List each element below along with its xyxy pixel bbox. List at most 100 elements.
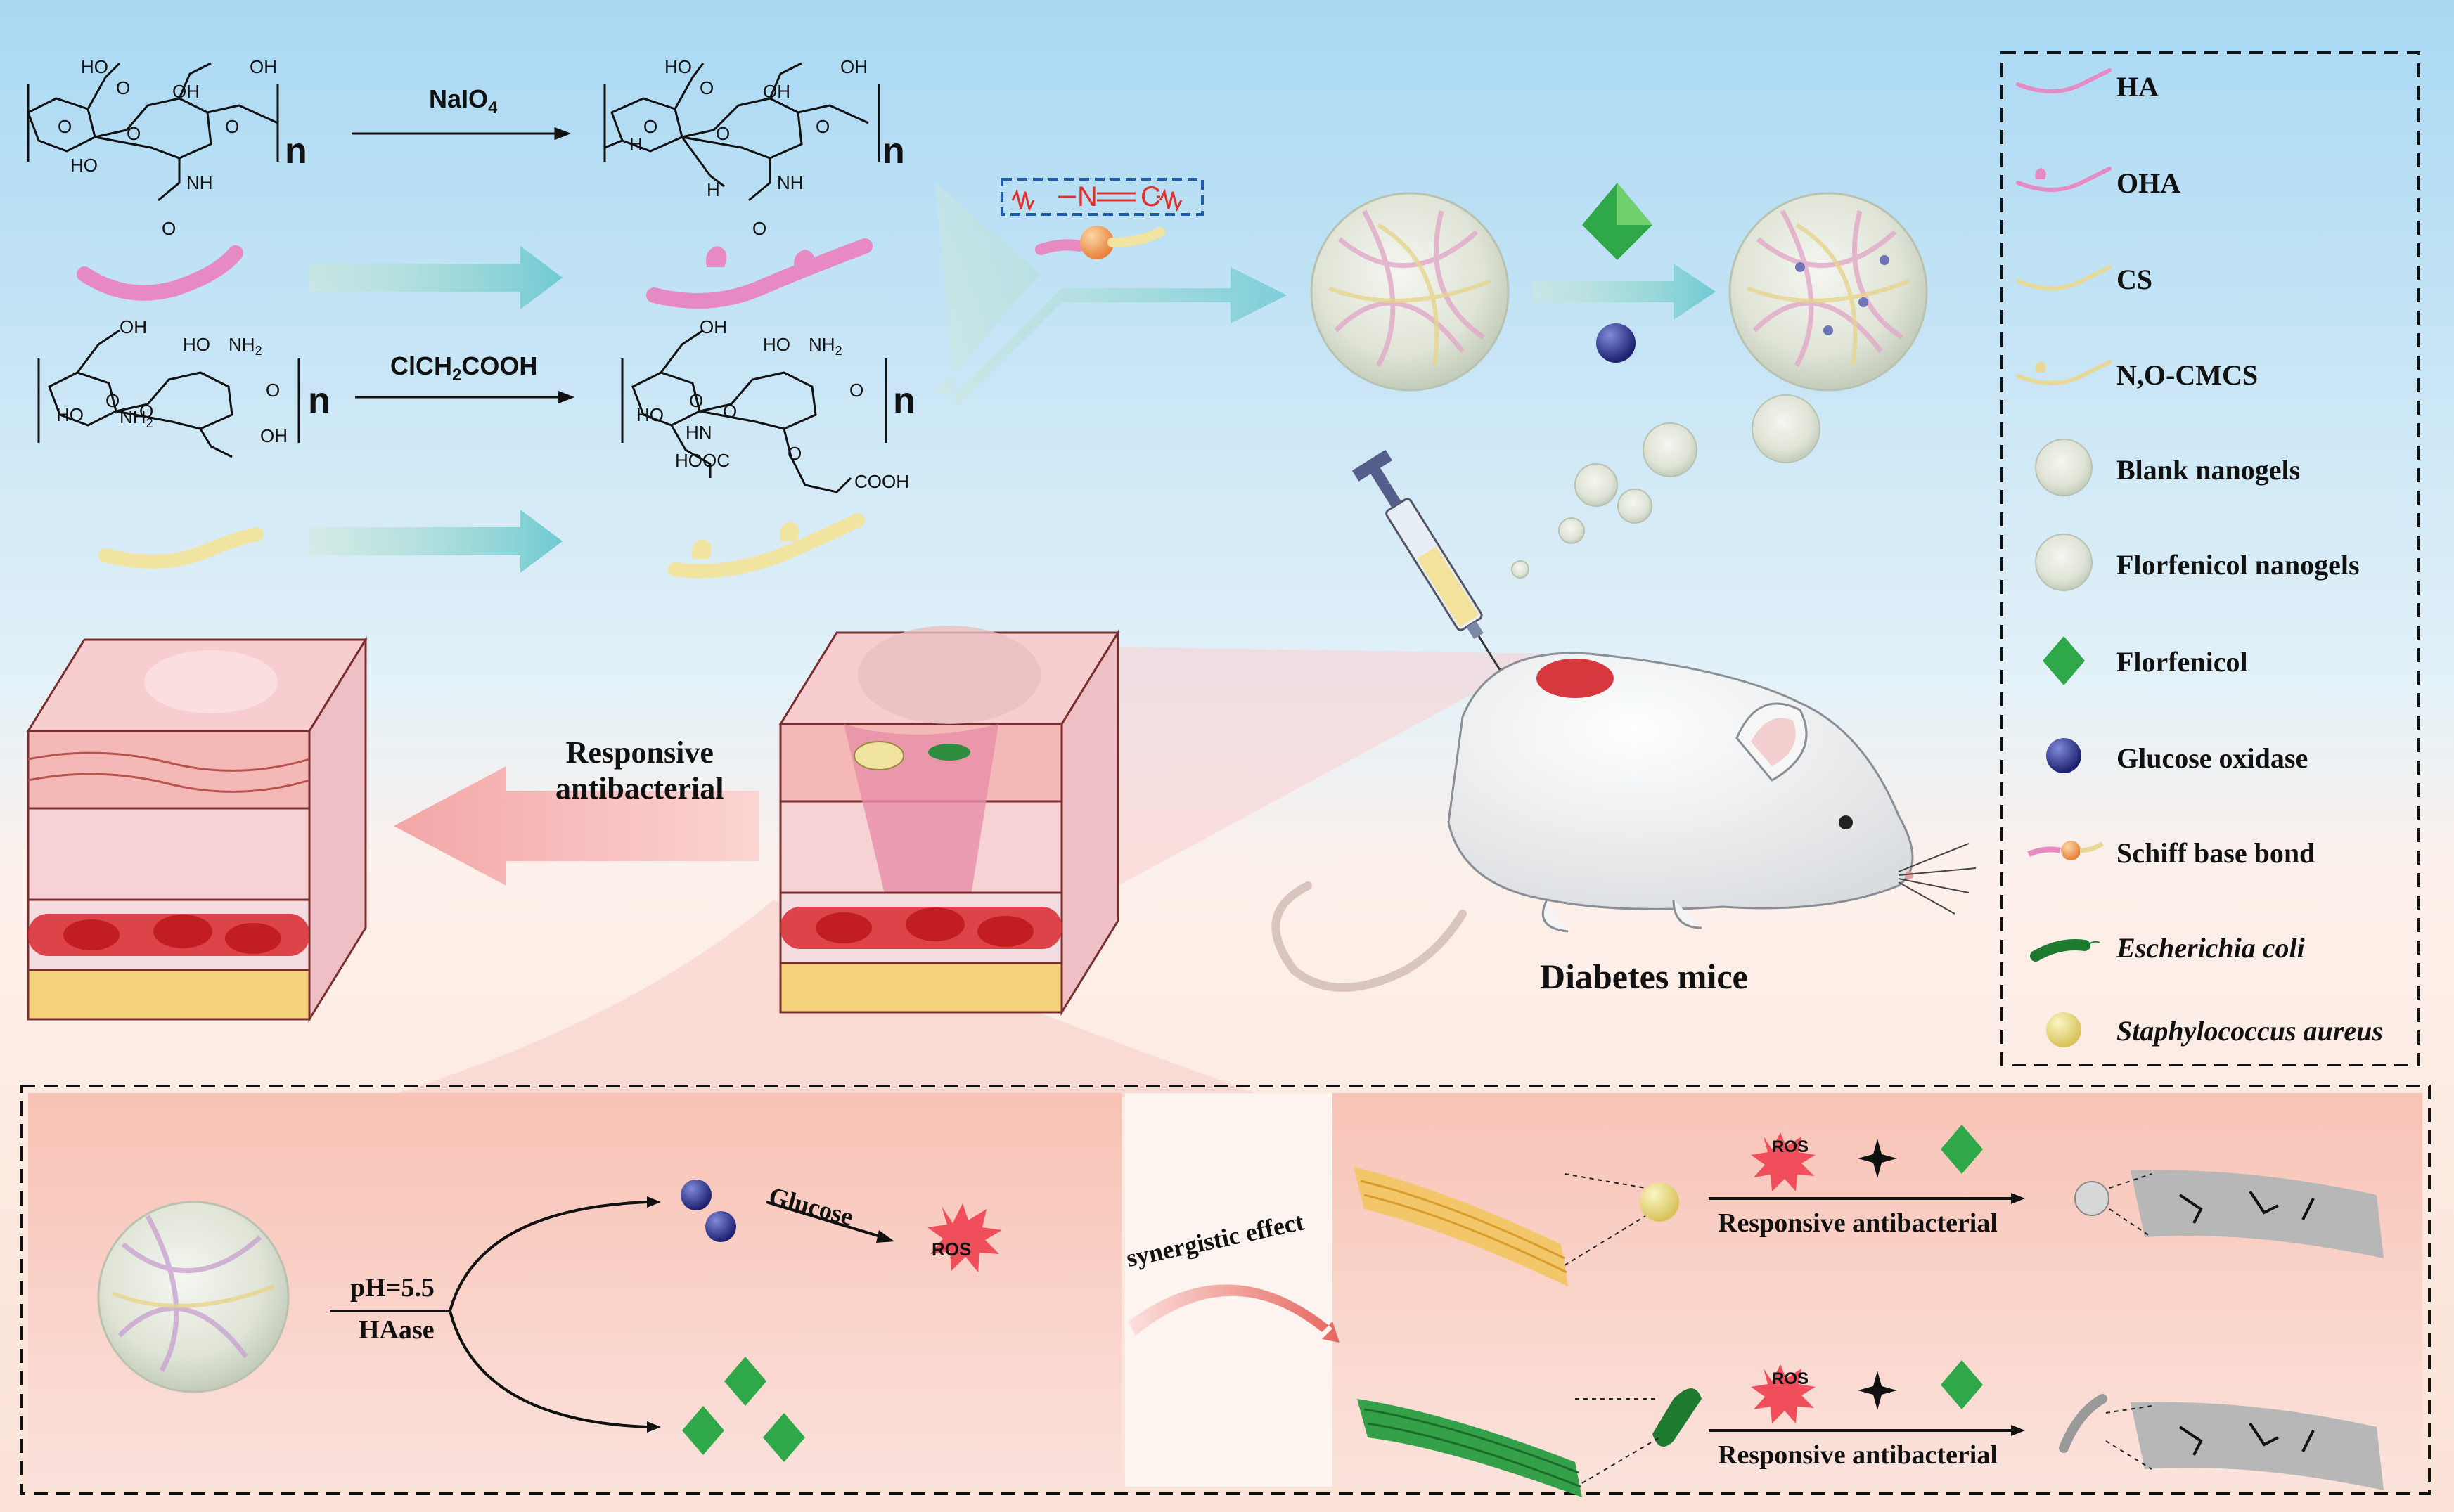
legend-item-glucose-oxidase: Glucose oxidase: [2116, 742, 2308, 774]
cmcs-label-o4: O: [788, 443, 802, 464]
cs-label-nh2b: NH2: [120, 406, 153, 431]
dead-biofilm-s-aureus: [2131, 1170, 2384, 1258]
syringe: [1351, 449, 1521, 702]
oha-strand: [646, 238, 873, 309]
loaded-nanogel: [1728, 192, 1928, 392]
ph-label: pH=5.5: [350, 1273, 435, 1303]
oha-label-oh2: OH: [763, 81, 790, 102]
haase-label: HAase: [359, 1315, 435, 1345]
ha-strand: [77, 245, 243, 301]
schiff-c: C: [1141, 181, 1161, 212]
legend-item-oha: OHA: [2116, 167, 2181, 199]
ha-structure: [27, 62, 279, 202]
bottom-nanogel: [97, 1201, 290, 1393]
legend-item-ha: HA: [2116, 71, 2159, 103]
cmcs-label-nh2: NH2: [809, 334, 842, 358]
legend-item-cmcs: N,O-CMCS: [2116, 359, 2259, 391]
ros-burst-main: [927, 1203, 1002, 1272]
e-coli-biofilm: [1357, 1388, 1702, 1497]
cmcs-label-ho1: HO: [763, 334, 790, 355]
oha-label-oh: OH: [840, 56, 868, 77]
legend-item-blank-nanogels: Blank nanogels: [2116, 454, 2301, 486]
reagent-periodate: NaIO4: [429, 84, 498, 118]
ros-label-e-coli: ROS: [1772, 1369, 1809, 1388]
ros-label-s-aureus: ROS: [1772, 1137, 1809, 1156]
cs-label-o1: O: [105, 390, 120, 411]
release-arrows: [330, 1201, 648, 1428]
synergy-arrow: [1129, 1284, 1340, 1343]
ha-label-n: n: [285, 131, 307, 172]
responsive-antibacterial-e-coli: Responsive antibacterial: [1718, 1440, 1998, 1470]
oha-label-nh: NH: [777, 172, 804, 193]
ros-burst-e-coli: [1751, 1364, 1816, 1423]
legend-item-florfenicol-nanogels: Florfenicol nanogels: [2116, 549, 2360, 581]
dead-biofilm-e-coli: [2131, 1402, 2384, 1490]
s-aureus-biofilm: [1354, 1167, 1679, 1286]
cs-structure: [37, 329, 300, 458]
cs-label-o3: O: [266, 380, 281, 401]
responsive-antibacterial-label: Responsive antibacterial: [555, 735, 724, 806]
ros-label-main: ROS: [932, 1239, 972, 1260]
oha-label-ho: HO: [664, 56, 692, 77]
oha-label-o4: O: [816, 116, 830, 137]
reagent-chloroacetic: ClCH2COOH: [390, 351, 538, 385]
bottom-panel-frame: [20, 1085, 2431, 1495]
oha-label-o2: O: [643, 116, 658, 137]
ha-label-ho: HO: [81, 56, 108, 77]
ha-label-o4: O: [225, 116, 240, 137]
glucose-oxidase-ball: [1596, 323, 1636, 363]
reaction-arrows: [352, 127, 575, 404]
cs-label-oh: OH: [120, 316, 147, 337]
diabetes-mouse: [1271, 652, 1977, 992]
oha-structure: [603, 62, 880, 202]
schiff-n: N: [1077, 181, 1098, 212]
cmcs-label-o3: O: [849, 380, 864, 401]
cmcs-label-ho2: HO: [636, 404, 664, 425]
legend-frame: [2000, 51, 2420, 1066]
ha-label-o5: O: [162, 218, 176, 239]
blank-nanogel: [1310, 192, 1510, 392]
oha-label-o1: O: [700, 77, 714, 98]
ha-label-o1: O: [116, 77, 131, 98]
ha-label-ho2: HO: [70, 155, 98, 176]
cs-label-o2: O: [139, 401, 154, 422]
legend-item-cs: CS: [2116, 264, 2153, 295]
cs-label-ho2: HO: [56, 404, 84, 425]
cmcs-label-hooc: HOOC: [675, 450, 730, 471]
responsive-antibacterial-s-aureus: Responsive antibacterial: [1718, 1208, 1998, 1238]
ha-label-oh: OH: [250, 56, 277, 77]
cs-strand: [98, 527, 264, 569]
schiff-base-box: [1001, 178, 1204, 216]
cs-label-nh2a: NH2: [229, 334, 262, 358]
legend-item-e-coli: Escherichia coli: [2116, 932, 2305, 964]
legend-icons: [2016, 68, 2112, 1047]
oha-label-o3: O: [716, 123, 731, 144]
ha-label-o3: O: [127, 123, 141, 144]
cmcs-label-o2: O: [723, 401, 738, 422]
cmcs-label-n: n: [893, 380, 916, 421]
cs-label-n: n: [308, 380, 330, 421]
legend-item-florfenicol: Florfenicol: [2116, 646, 2248, 678]
oha-label-n: n: [882, 131, 905, 172]
ha-label-o2: O: [58, 116, 72, 137]
ha-label-nh: NH: [186, 172, 213, 193]
cmcs-structure: [621, 329, 887, 493]
oha-label-h1: H: [629, 134, 643, 155]
ha-label-oh3: OH: [172, 81, 200, 102]
cs-label-ho1: HO: [183, 334, 210, 355]
cmcs-label-cooh: COOH: [854, 471, 909, 492]
oha-label-h2: H: [707, 179, 720, 200]
healed-skin-block: [26, 635, 368, 1023]
legend-item-s-aureus: Staphylococcus aureus: [2116, 1015, 2383, 1047]
cmcs-label-hn: HN: [686, 422, 712, 443]
ros-burst-s-aureus: [1751, 1132, 1816, 1191]
cs-label-oh2: OH: [260, 425, 288, 446]
responsive-antibacterial-arrow: [394, 766, 759, 886]
diabetes-mice-label: Diabetes mice: [1540, 957, 1748, 996]
cmcs-label-oh: OH: [700, 316, 727, 337]
merge-arrow: [935, 183, 1287, 408]
loading-arrow: [1533, 264, 1716, 320]
cmcs-label-o1: O: [689, 390, 704, 411]
ha-to-oha-arrow: [309, 246, 563, 309]
